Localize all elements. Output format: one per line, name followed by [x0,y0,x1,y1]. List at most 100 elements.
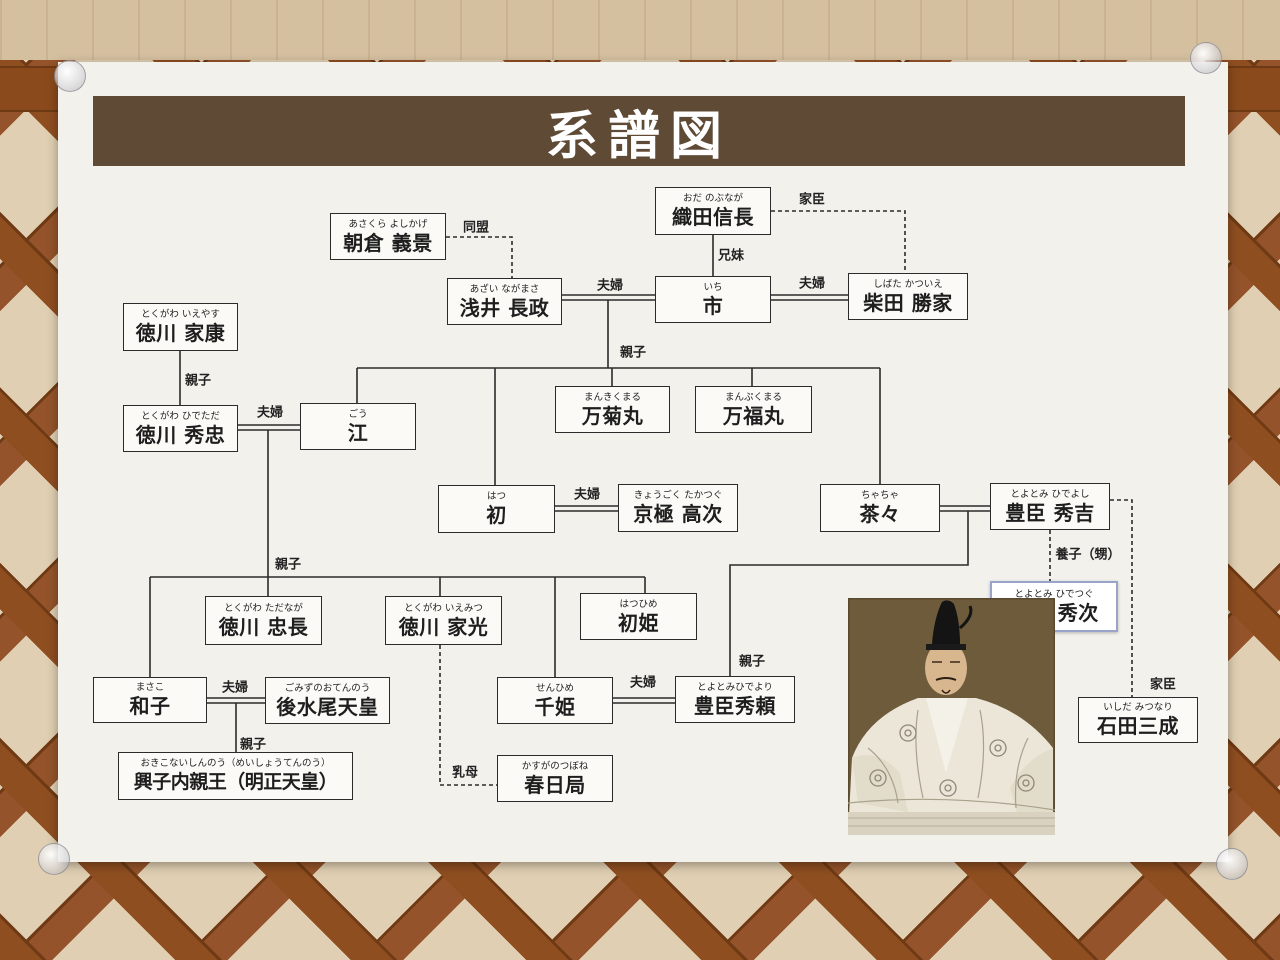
person-box-gomizunoo-tenno: ごみずのおてんのう 後水尾天皇 [265,677,390,724]
furigana: とよとみひでより [697,681,773,693]
furigana: とくがわ いえやす [141,309,220,320]
person-box-okiko-naishinno: おきこないしんのう（めいしょうてんのう） 興子内親王（明正天皇） [118,752,353,800]
person-name: 初姫 [618,610,659,635]
furigana: まんぷくまる [724,391,782,403]
person-box-kyogoku-takatsugu: きょうごく たかつぐ 京極 高次 [618,484,738,532]
couple-line [771,294,848,301]
furigana: ごみずのおてんのう [284,682,371,694]
suction-cup-icon [1216,848,1248,880]
person-box-chacha: ちゃちゃ 茶々 [820,484,940,532]
person-name: 市 [702,293,724,318]
furigana: いち [703,281,723,293]
relation-label-parent-child: 親子 [738,654,766,670]
relation-label-alliance: 同盟 [462,220,490,236]
person-name: 織田信長 [672,205,754,229]
person-box-masako: まさこ 和子 [93,677,207,723]
furigana: きょうごく たかつぐ [633,490,723,501]
person-box-senhime: せんひめ 千姫 [497,677,613,724]
person-name: 京極 高次 [633,502,723,526]
furigana: ちゃちゃ [860,490,899,501]
furigana: はつ [486,491,506,502]
parent-child-line [149,430,646,677]
furigana: おだ のぶなが [682,193,744,204]
couple-line [613,697,675,704]
couple-line [238,424,300,431]
relation-label-couple: 夫婦 [221,680,249,696]
furigana: あさくら よしかげ [348,218,428,230]
relation-label-adopted-nephew: 養子（甥） [1055,547,1121,563]
furigana: まんきくまる [583,391,641,403]
person-name: 石田三成 [1097,714,1179,738]
person-name: 徳川 家康 [135,321,226,345]
person-box-tokugawa-ieyasu: とくがわ いえやす 徳川 家康 [123,303,238,351]
furigana: とくがわ ただなが [224,602,303,614]
relation-label-wet-nurse: 乳母 [451,765,479,781]
retainer-line [771,210,906,273]
relation-label-siblings: 兄妹 [717,248,745,264]
person-box-azai-nagamasa: あざい ながまさ 浅井 長政 [447,278,562,325]
furigana: とくがわ いえみつ [404,602,483,614]
furigana: あざい ながまさ [469,283,540,295]
person-box-kasuga-no-tsubone: かすがのつぼね 春日局 [497,755,613,802]
person-box-toyotomi-hideyori: とよとみひでより 豊臣秀頼 [675,676,795,723]
person-name: 浅井 長政 [459,295,550,320]
couple-line [207,697,265,704]
person-box-oda-nobunaga: おだ のぶなが 織田信長 [655,187,771,235]
person-name: 柴田 勝家 [863,290,953,315]
furigana: まさこ [135,682,165,693]
person-name: 豊臣 秀吉 [1005,500,1095,525]
person-box-ishida-mitsunari: いしだ みつなり 石田三成 [1078,697,1198,743]
suction-cup-icon [38,843,70,875]
relation-label-couple: 夫婦 [629,675,657,691]
couple-line [555,505,618,512]
relation-label-parent-child: 親子 [619,345,647,361]
person-box-tokugawa-iemitsu: とくがわ いえみつ 徳川 家光 [385,596,502,645]
person-name: 徳川 忠長 [218,614,309,639]
suction-cup-icon [1190,42,1222,74]
portrait-painting-icon [848,598,1055,835]
person-name: 茶々 [859,502,901,526]
suction-cup-icon [54,60,86,92]
person-name: 万福丸 [722,403,785,428]
furigana: いしだ みつなり [1103,702,1173,713]
alliance-line [446,236,513,278]
relation-label-retainer: 家臣 [798,192,826,208]
furigana: ごう [348,408,368,420]
person-box-hatsuhime: はつひめ 初姫 [580,593,697,640]
furigana: かすがのつぼね [521,760,589,772]
couple-line [562,294,655,301]
parent-child-line [356,300,881,485]
title-bar: 系譜図 [93,96,1185,167]
relation-label-parent-child: 親子 [239,737,267,753]
person-name: 徳川 秀忠 [135,422,226,447]
furigana: はつひめ [619,598,658,610]
person-name: 江 [347,420,369,445]
furigana: せんひめ [535,682,574,694]
person-box-toyotomi-hideyoshi: とよとみ ひでよし 豊臣 秀吉 [990,483,1110,530]
furigana: とよとみ ひでよし [1010,488,1090,500]
person-name: 春日局 [524,772,586,797]
person-box-hatsu: はつ 初 [438,485,555,533]
person-box-shibata-katsuie: しばた かついえ 柴田 勝家 [848,273,968,320]
person-name: 豊臣秀頼 [694,693,776,718]
person-name: 朝倉 義景 [343,230,433,255]
person-name: 初 [486,503,507,527]
relation-label-couple: 夫婦 [596,278,624,294]
person-box-tokugawa-tadanaga: とくがわ ただなが 徳川 忠長 [205,596,322,645]
relation-label-parent-child: 親子 [184,373,212,389]
relation-label-parent-child: 親子 [274,557,302,573]
person-box-ichi: いち 市 [655,276,771,323]
person-box-manpukumaru: まんぷくまる 万福丸 [695,386,812,433]
relation-label-retainer: 家臣 [1149,677,1177,693]
page-title: 系譜図 [545,105,732,167]
furigana: おきこないしんのう（めいしょうてんのう） [140,758,331,769]
wet-nurse-line [439,645,497,786]
person-box-tokugawa-hidetada: とくがわ ひでただ 徳川 秀忠 [123,405,238,452]
relation-label-couple: 夫婦 [256,405,284,421]
person-box-go: ごう 江 [300,403,416,450]
furigana: とくがわ ひでただ [141,410,220,422]
person-name: 徳川 家光 [398,614,489,639]
